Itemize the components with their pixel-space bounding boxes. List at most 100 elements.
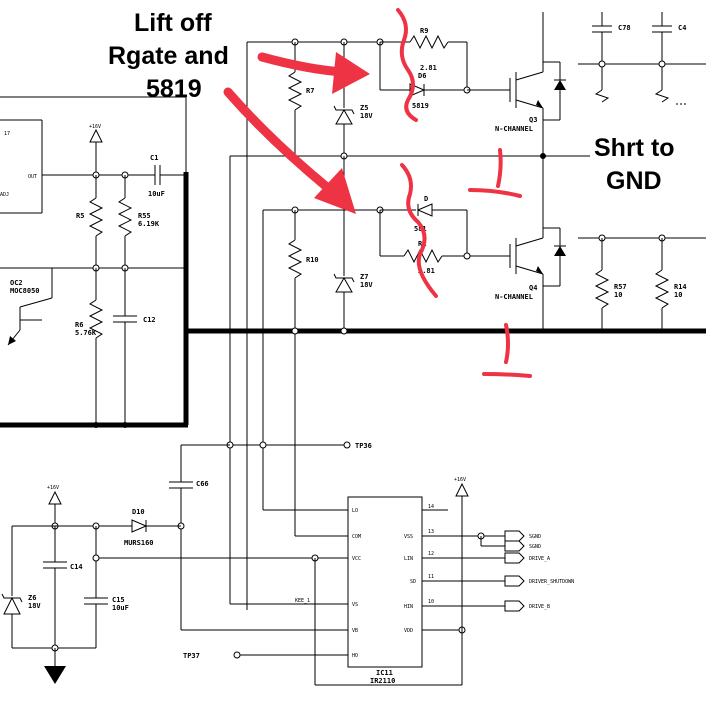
ground-symbol (44, 666, 66, 684)
pin-14: 14 (428, 504, 434, 510)
c15-value: 10uF (112, 604, 129, 612)
d10-diode (131, 519, 181, 533)
net-shutdown: DRIVER_SHUTDOWN (529, 579, 574, 585)
q4-transistor (509, 156, 566, 331)
pin-lin: LIN (404, 556, 413, 562)
c66-label: C66 (196, 480, 209, 488)
net-drive-a: DRIVE_A (529, 556, 550, 562)
annotation-lift-off-1: Lift off (134, 9, 212, 37)
tp36-label: TP36 (355, 442, 372, 450)
pin-vs: VS (352, 602, 358, 608)
net-sgnd-2: SGND (529, 544, 541, 550)
annotation-lift-off-2: Rgate and (108, 42, 229, 70)
r6-resistor (88, 268, 104, 425)
d6-value: 5819 (412, 102, 429, 110)
q3-type: N-CHANNEL (495, 125, 533, 133)
r9-label: R9 (420, 27, 428, 35)
q4-type: N-CHANNEL (495, 293, 533, 301)
r10-resistor (287, 210, 303, 536)
r7-label: R7 (306, 87, 314, 95)
c1-value: 10uF (148, 190, 165, 198)
plus16v-label-c: +16V (454, 477, 466, 483)
z5-zener (333, 42, 355, 156)
red-arrow-upper (257, 52, 370, 94)
z6-value: 18V (28, 602, 41, 610)
tp37-label: TP37 (183, 652, 200, 660)
plus16v-label-b: +16V (47, 485, 59, 491)
c15-capacitor (84, 526, 108, 648)
r5-resistor (88, 175, 104, 268)
pin-sd: SD (410, 579, 416, 585)
ic17-adj-label: ADJ (0, 192, 9, 198)
kee-label: KEE_1 (295, 598, 310, 604)
z7-value: 18V (360, 281, 373, 289)
oc2-part: MOC8050 (10, 287, 40, 295)
lower-diode-label: D (424, 195, 428, 203)
pin-ho: HO (352, 653, 358, 659)
d6-label: D6 (418, 72, 426, 80)
pin-vcc: VCC (352, 556, 361, 562)
d10-value: MURS160 (124, 539, 154, 547)
r9-value: 2.81 (420, 64, 437, 72)
pin-13: 13 (428, 529, 434, 535)
pin-vb: VB (352, 628, 358, 634)
net-drive-b: DRIVE_B (529, 604, 550, 610)
c12-label: C12 (143, 316, 156, 324)
ic11-part: IR2110 (370, 677, 395, 685)
annotation-lift-off-3: 5819 (146, 75, 202, 103)
ic17-label: 17 (4, 131, 10, 137)
pin-vdd: VDD (404, 628, 413, 634)
c14-label: C14 (70, 563, 83, 571)
r9-resistor (380, 34, 467, 50)
left-frame (0, 96, 189, 428)
r10-label: R10 (306, 256, 319, 264)
c66-capacitor (169, 444, 230, 630)
r55-label: R55 (138, 212, 151, 220)
r7-resistor (287, 42, 303, 156)
ic11-label: IC11 (376, 669, 393, 677)
r57-value: 10 (614, 291, 622, 299)
r57-label: R57 (614, 283, 627, 291)
red-squiggle-upper (396, 8, 418, 122)
q4-label: Q4 (529, 284, 537, 292)
c78-label: C78 (618, 24, 631, 32)
net-sgnd-1: SGND (529, 534, 541, 540)
pin-12: 12 (428, 551, 434, 557)
red-ground-mark-upper (468, 148, 522, 198)
ic11-chip (347, 496, 423, 668)
z6-zener (1, 526, 23, 648)
r6-value: 5.76K (75, 329, 97, 337)
oc2-transistor (7, 268, 53, 346)
pin-10: 10 (428, 599, 434, 605)
pin-hin: HIN (404, 604, 413, 610)
lower-resistor (379, 210, 510, 264)
q3-label: Q3 (529, 116, 537, 124)
z7-zener (333, 210, 355, 331)
plus16v-label-a: +16V (89, 124, 101, 130)
r14-resistor (654, 238, 670, 331)
pin-com: COM (352, 534, 361, 540)
c1-label: C1 (150, 154, 158, 162)
r14-label: R14 (674, 283, 687, 291)
z5-value: 18V (360, 112, 373, 120)
r5-label: R5 (76, 212, 84, 220)
annotation-short-1: Shrt to (594, 134, 675, 162)
supply-16v-top (89, 128, 103, 175)
c12-capacitor (113, 268, 137, 425)
z6-label: Z6 (28, 594, 36, 602)
pin-11: 11 (428, 574, 434, 580)
r6-label: R6 (75, 321, 83, 329)
red-squiggle-lower (400, 163, 438, 298)
lower-resistor-value: 2.81 (418, 267, 435, 275)
z5-label: Z5 (360, 104, 368, 112)
r57-resistor (594, 238, 610, 331)
pin-lo: LO (352, 508, 358, 514)
r55-resistor (117, 175, 133, 268)
d10-label: D10 (132, 508, 145, 516)
annotation-short-2: GND (606, 167, 662, 195)
c14-capacitor (43, 526, 67, 648)
r14-value: 10 (674, 291, 682, 299)
oc2-label: OC2 (10, 279, 23, 287)
r55-value: 6.19K (138, 220, 160, 228)
